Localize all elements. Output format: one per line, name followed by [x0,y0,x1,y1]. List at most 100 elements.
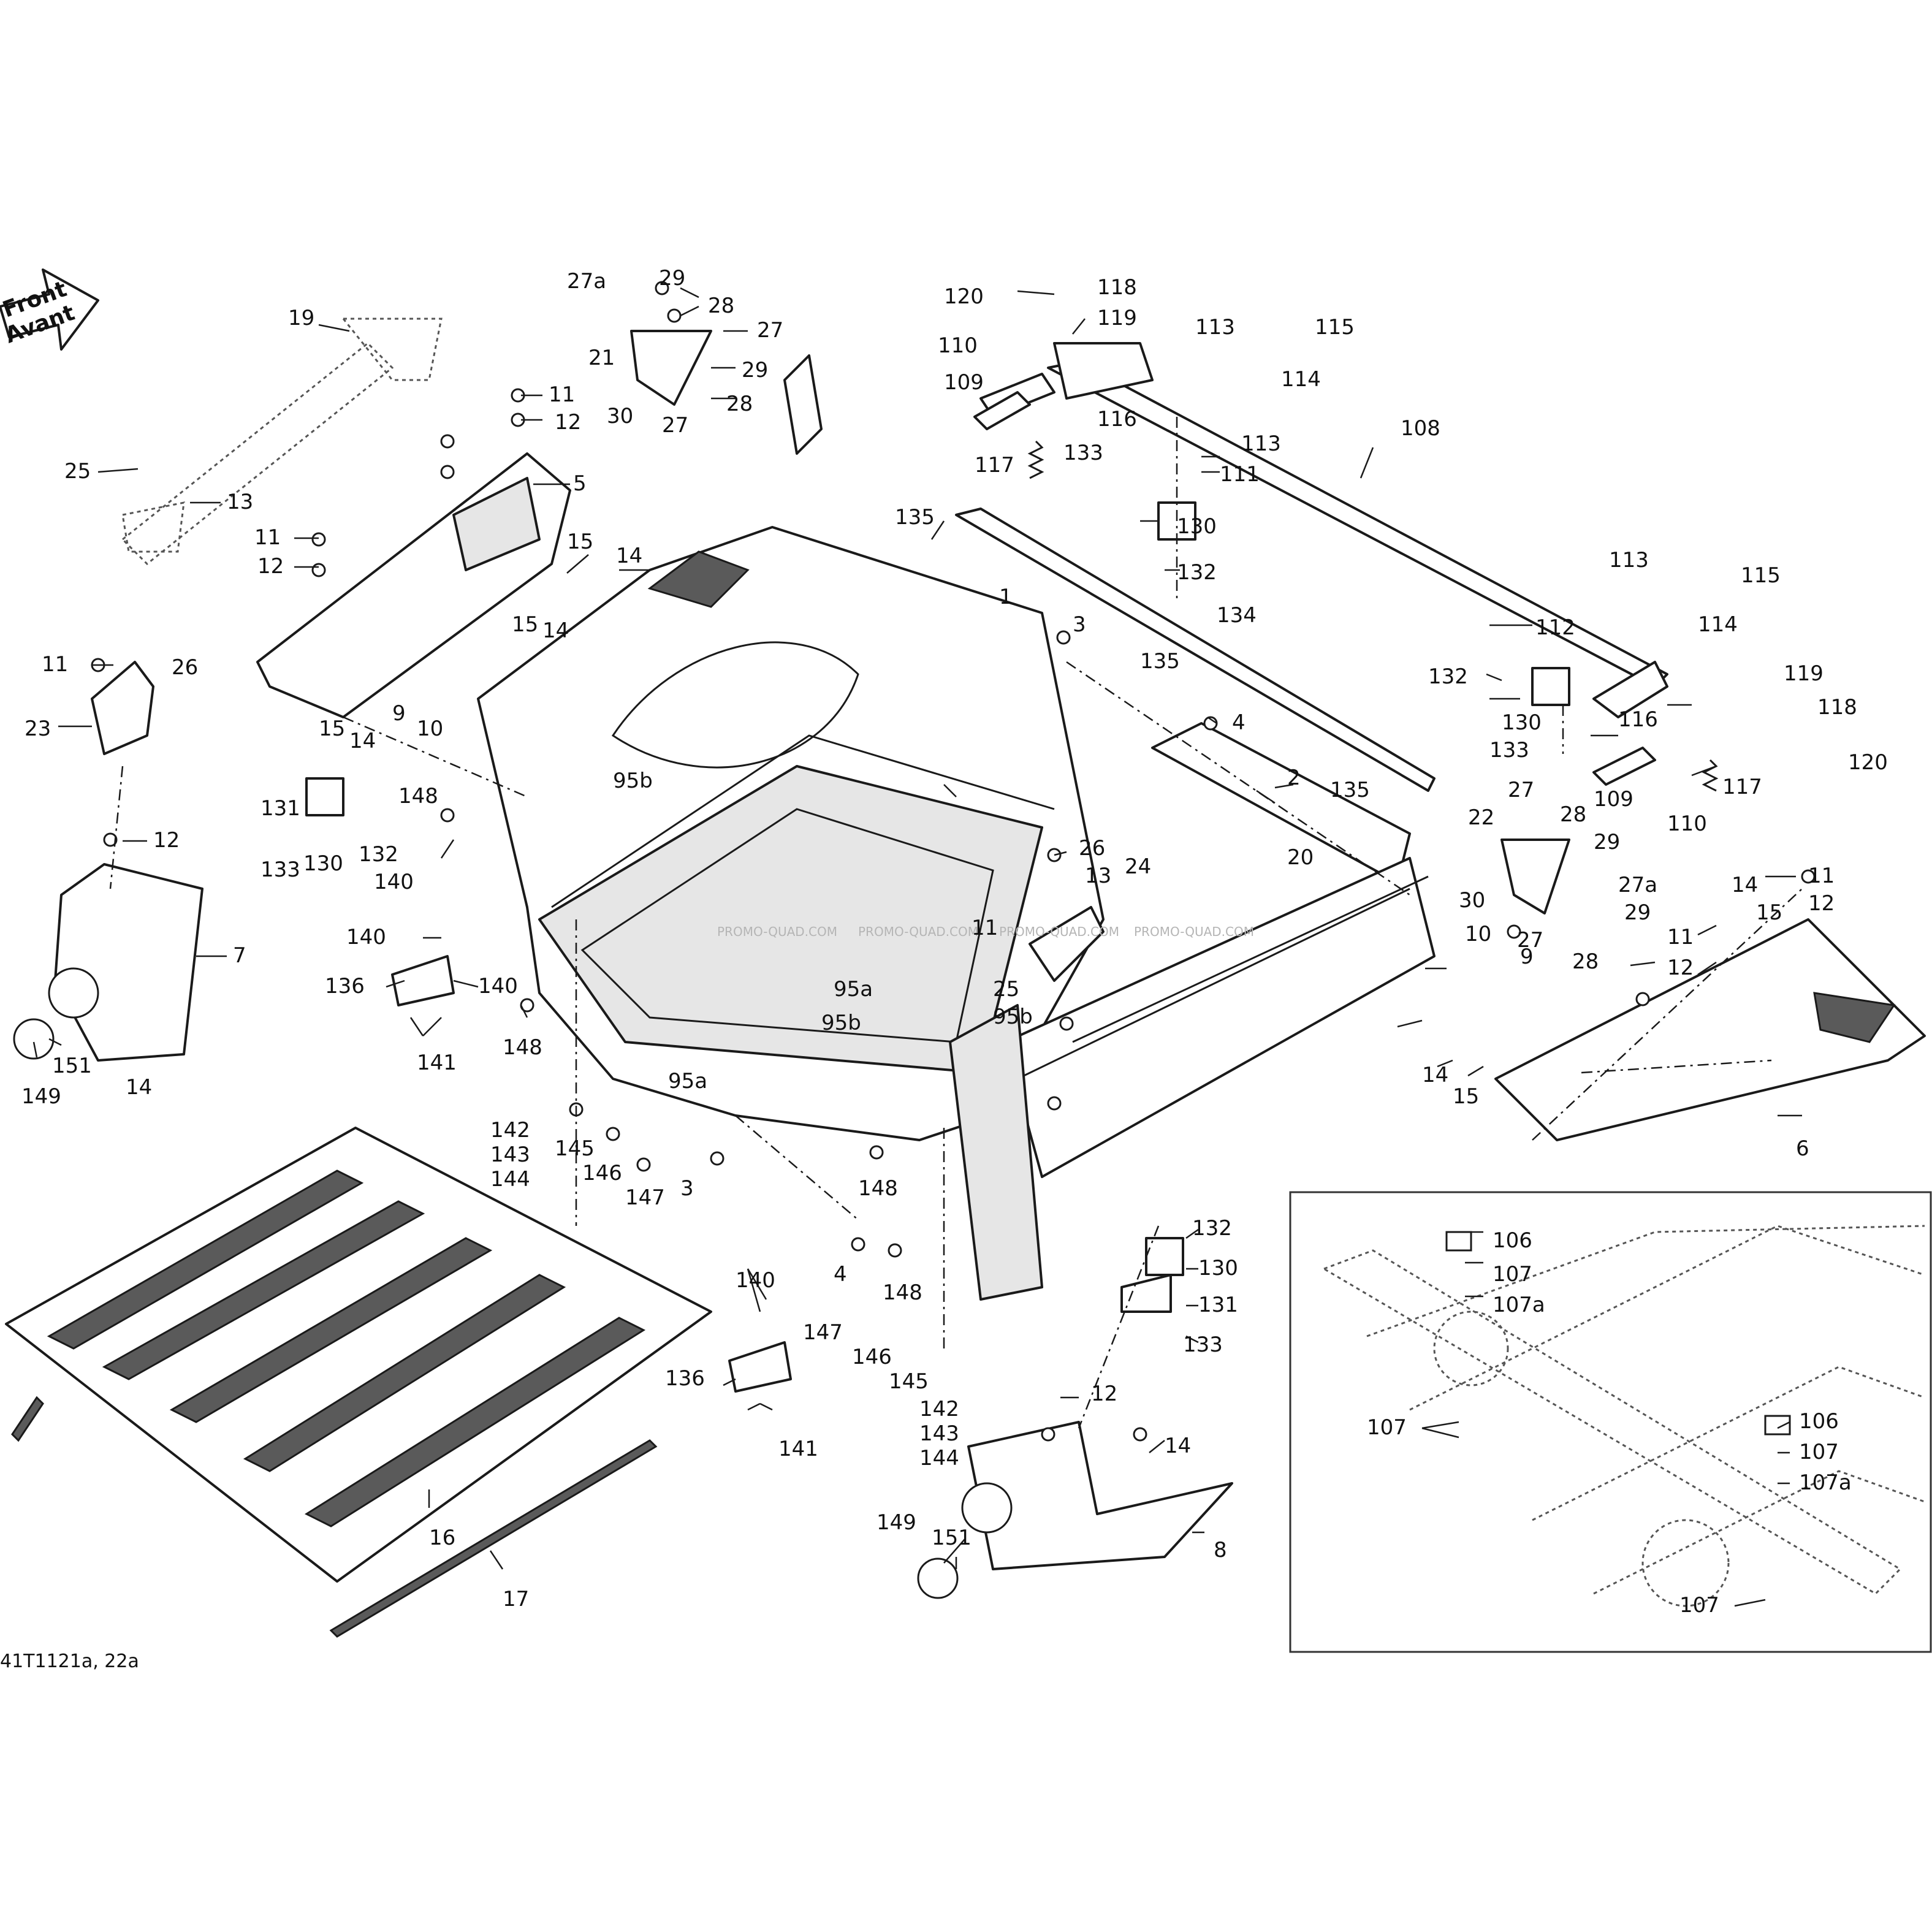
callout-16: 16 [429,1526,455,1550]
callout-15-a: 15 [567,530,593,554]
callout-15-d: 15 [1756,900,1782,925]
callout-14-b: 14 [542,618,569,643]
callout-131-lower: 131 [1198,1293,1238,1317]
callout-148-b: 148 [503,1035,542,1060]
callout-147-lower: 147 [803,1320,843,1345]
callout-112: 112 [1535,615,1575,640]
callout-8: 8 [1214,1538,1227,1562]
callout-12-e: 12 [1808,891,1835,916]
callout-110-lower: 110 [1667,812,1707,836]
callout-27-b: 27 [662,413,688,438]
callout-26-upper: 26 [172,655,198,680]
callout-14-g: 14 [1165,1434,1191,1458]
callout-11-e: 11 [1667,925,1694,949]
callout-27-d: 27 [1517,928,1543,953]
callout-12-c: 12 [153,828,180,853]
callout-14-f: 14 [1422,1063,1448,1087]
callout-135-c: 135 [1330,778,1370,802]
callout-23: 23 [25,717,51,741]
callout-10-right: 10 [1465,922,1491,946]
callout-27a-upper: 27a [567,269,606,294]
callout-107a-upper: 107a [1493,1293,1545,1317]
bracket-22 [1500,839,1570,915]
callout-132-d: 132 [1192,1216,1232,1241]
callout-141-upper: 141 [417,1051,457,1075]
fasteners [91,281,1816,1442]
callout-9-right: 9 [1520,945,1534,969]
callout-11-d: 11 [972,916,998,940]
callout-107-b: 107 [1367,1415,1407,1440]
callout-133-b: 133 [1489,738,1529,763]
callout-116-upper: 116 [1097,407,1137,432]
callout-28-d: 28 [1572,949,1599,974]
callout-12-d: 12 [1667,956,1694,980]
callout-25-middle: 25 [993,977,1019,1002]
watermark-4: PROMO-QUAD.COM [1134,924,1254,939]
latch-plate-130-right [1531,667,1570,706]
callout-109-lower: 109 [1594,787,1633,812]
callout-2: 2 [1287,766,1301,790]
callout-11-f: 11 [1808,864,1835,888]
callout-151-bottom: 151 [932,1526,972,1550]
callout-95a-upper: 95a [834,977,873,1002]
inset-frame-detail [1289,1191,1932,1653]
callout-133-c: 133 [261,858,300,882]
callout-131-upper: 131 [261,796,300,821]
callout-130-a: 130 [1177,514,1217,539]
callout-146-upper: 146 [582,1161,622,1185]
cargo-box-1 [477,354,1105,1141]
callout-147-upper: 147 [625,1185,665,1210]
callout-120-upper: 120 [944,284,984,309]
callout-14-a: 14 [616,544,642,568]
callout-133-a: 133 [1063,441,1103,465]
callout-111: 111 [1220,462,1260,487]
callout-141-lower: 141 [778,1437,818,1461]
callout-7: 7 [233,943,246,968]
latch-plate-130-lower [1120,1237,1184,1313]
callout-28-a: 28 [708,294,734,318]
side-panel-5 [256,452,571,718]
callout-149-bottom: 149 [877,1510,916,1535]
watermark-2: PROMO-QUAD.COM [858,924,978,939]
callout-21: 21 [588,346,615,370]
callout-30-lower: 30 [1459,888,1485,913]
callout-142-upper: 142 [490,1118,530,1143]
callout-22: 22 [1468,805,1494,830]
callout-135-b: 135 [1140,649,1180,674]
callout-107-d: 107 [1679,1593,1719,1618]
callout-4-upper: 4 [1232,710,1246,735]
callout-145-lower: 145 [889,1369,929,1394]
callout-11-b: 11 [254,525,281,550]
callout-3-upper: 3 [1073,612,1086,637]
side-panel-6 [1494,918,1926,1141]
spring-117 [1027,440,1719,792]
callout-29-a: 29 [659,266,685,291]
callout-1: 1 [999,585,1013,609]
callout-113-a: 113 [1195,315,1235,340]
callout-107-c: 107 [1799,1440,1839,1464]
callout-28-b: 28 [726,392,753,416]
callout-132-a: 132 [1177,560,1217,585]
callout-140-a: 140 [346,925,386,949]
callout-113-b: 113 [1241,432,1281,456]
callout-13-upper: 13 [227,490,253,514]
callout-130-c: 130 [303,851,343,876]
leader-lines [32,287,1802,1607]
callout-24: 24 [1125,854,1151,879]
hinge-136-lower [728,1341,792,1393]
callout-15-b: 15 [512,612,538,637]
callout-132-b: 132 [1428,664,1468,689]
callout-28-c: 28 [1560,802,1586,827]
callout-113-c: 113 [1609,548,1649,572]
latch-plate-130-left [305,777,344,816]
corner-panel-7 [48,863,203,1062]
callout-117-lower: 117 [1722,775,1762,799]
callout-114-upper: 114 [1281,367,1321,392]
callout-118-upper: 118 [1097,275,1137,300]
callout-118-lower: 118 [1817,695,1857,720]
callout-130-b: 130 [1502,710,1542,735]
callout-27-c: 27 [1508,778,1534,802]
latch-rod-108 [979,342,1668,718]
callout-134: 134 [1217,603,1257,628]
callout-29-c: 29 [1594,830,1620,854]
